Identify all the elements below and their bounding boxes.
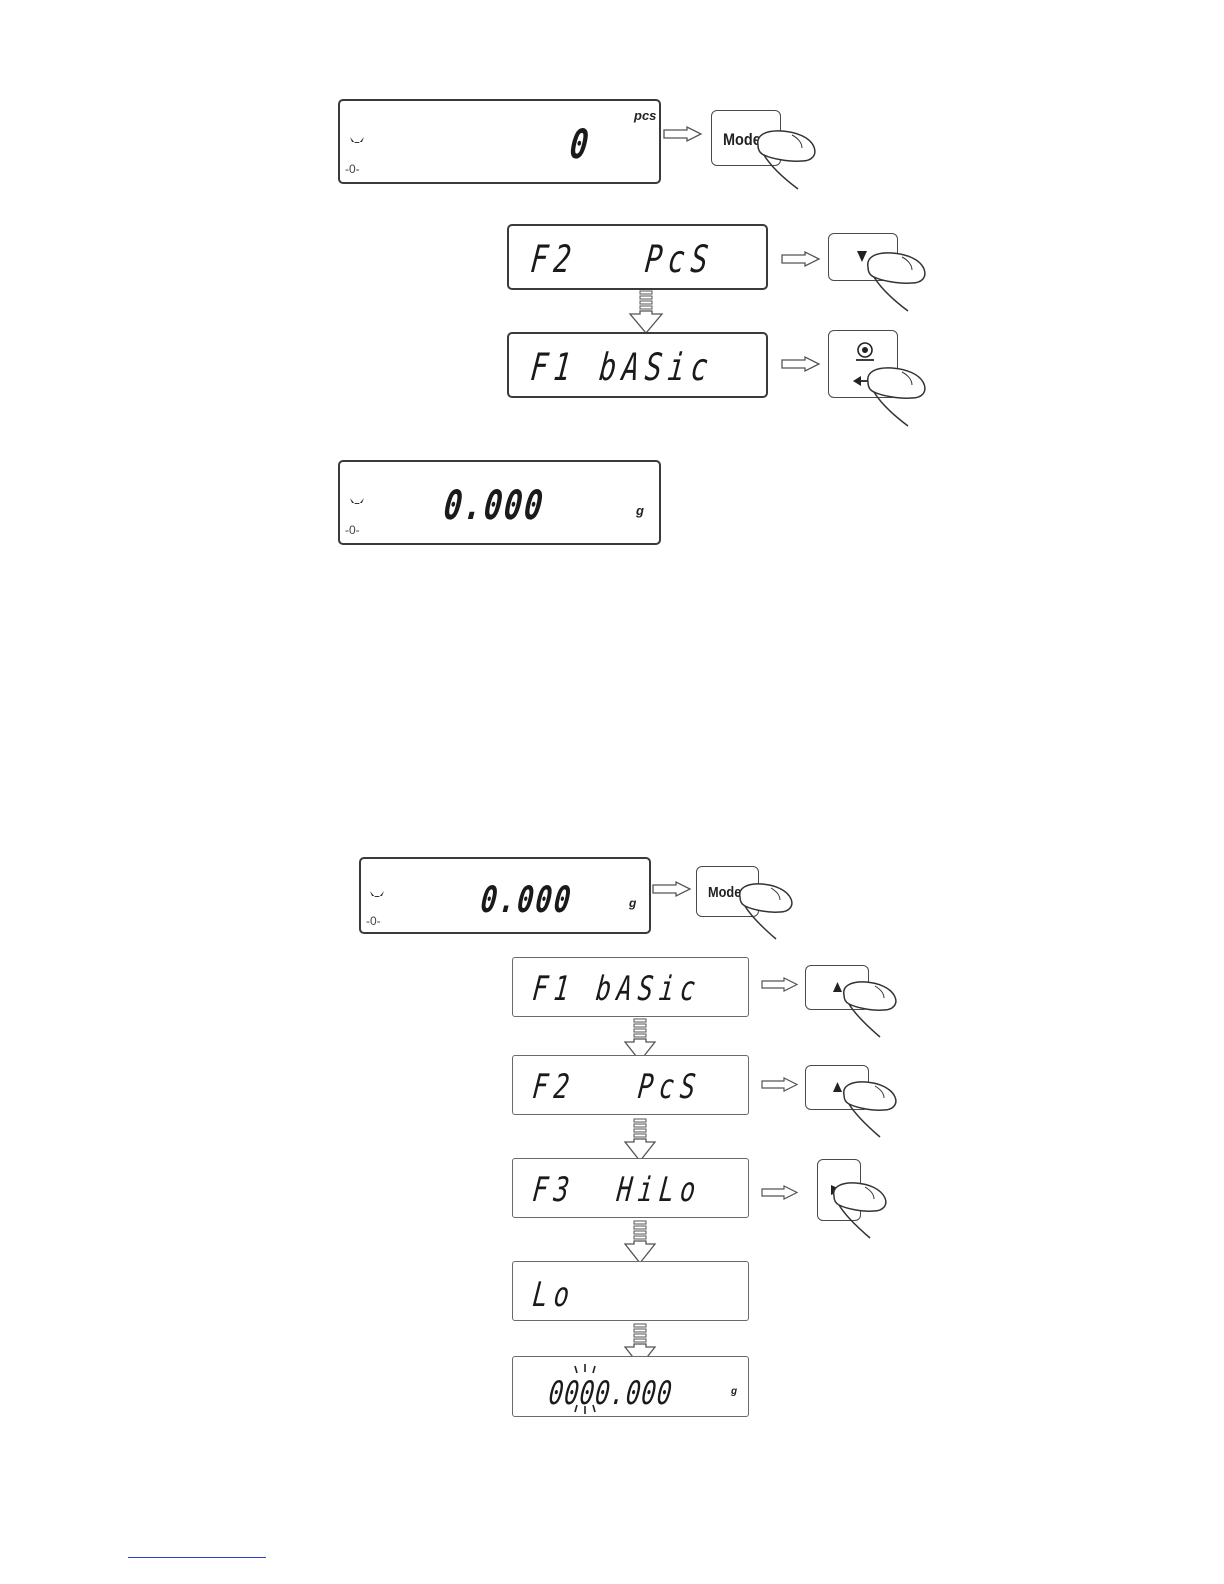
display-value-entry: 0000.000 g (512, 1356, 749, 1417)
display-f2: F2 PcS (507, 224, 768, 290)
finger-icon (862, 362, 932, 430)
display-text: F2 PcS (531, 1070, 703, 1104)
blink-indicator-icon (567, 1364, 603, 1414)
display-f3: F3 HiLo (512, 1158, 749, 1218)
right-arrow-icon (781, 356, 821, 372)
display-f1: F1 bASic (512, 957, 749, 1017)
right-arrow-icon (663, 126, 703, 142)
right-arrow-icon (761, 1185, 799, 1200)
finger-icon (828, 1178, 892, 1242)
down-arrow-icon (624, 1220, 656, 1264)
finger-icon (734, 879, 798, 943)
display-value: 0.000 (479, 882, 574, 918)
stability-icon (370, 891, 384, 899)
display-text: F3 HiLo (531, 1173, 703, 1207)
finger-icon (838, 977, 902, 1041)
display-text: F1 bASic (531, 972, 703, 1006)
right-arrow-icon (761, 1077, 799, 1092)
finger-icon (838, 1077, 902, 1141)
right-arrow-icon (652, 881, 692, 897)
zero-indicator: -0- (345, 163, 360, 175)
stability-icon (350, 498, 364, 506)
zero-indicator: -0- (345, 524, 360, 536)
display-pcs: -0- 0 pcs (338, 99, 661, 184)
display-lo: Lo (512, 1261, 749, 1321)
unit-label: g (629, 897, 636, 909)
display-value: 0 (568, 126, 592, 167)
divider-line (128, 1557, 266, 1558)
right-arrow-icon (781, 251, 821, 267)
finger-icon (862, 247, 932, 315)
zero-indicator: -0- (366, 915, 381, 927)
display-text: Lo (531, 1278, 577, 1312)
finger-icon (752, 125, 822, 193)
display-f1: F1 bASic (507, 332, 768, 398)
display-f2: F2 PcS (512, 1055, 749, 1115)
unit-label: g (731, 1387, 737, 1397)
unit-label: pcs (634, 109, 656, 122)
right-arrow-icon (761, 977, 799, 992)
display-text: F1 bASic (529, 349, 716, 387)
display-value: 0.000 (442, 487, 547, 528)
display-weight: -0- 0.000 g (338, 460, 661, 545)
display-text: F2 PcS (529, 241, 716, 279)
stability-icon (350, 137, 364, 145)
down-arrow-icon (629, 290, 663, 334)
down-arrow-icon (624, 1118, 656, 1162)
unit-label: g (636, 504, 644, 517)
display-weight: -0- 0.000 g (359, 857, 651, 934)
